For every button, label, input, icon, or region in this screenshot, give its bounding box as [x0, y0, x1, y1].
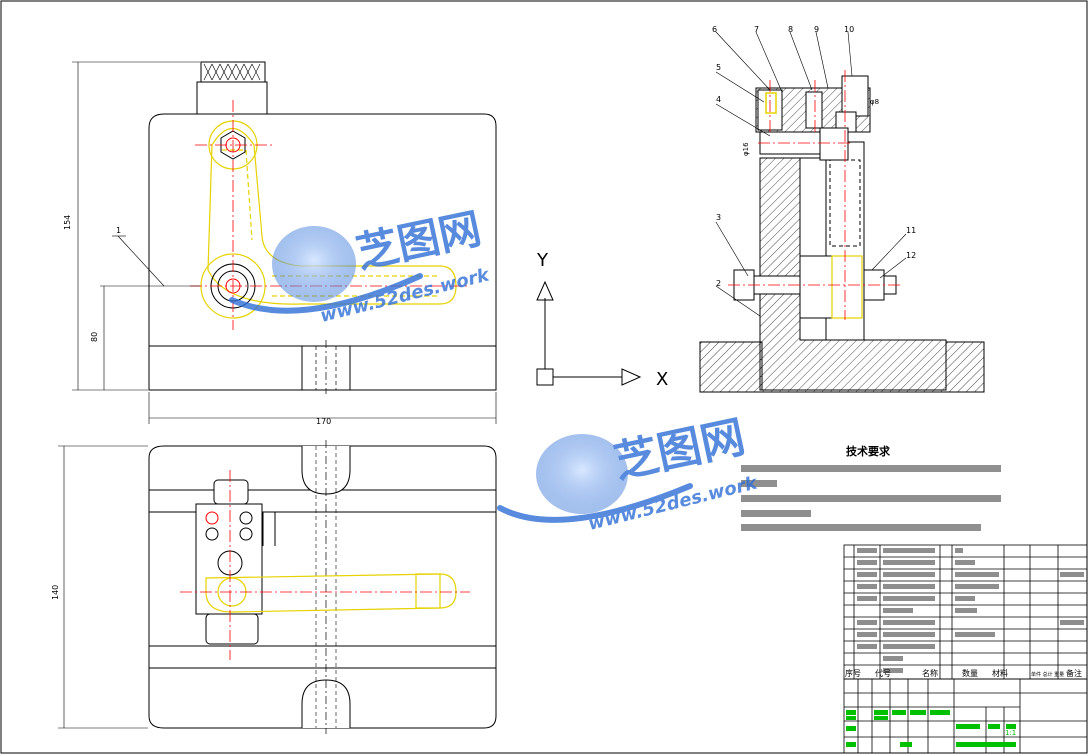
nut-bottom: [205, 613, 259, 645]
dim-width: 170: [316, 417, 331, 426]
callout-5: 5: [716, 63, 721, 72]
watermark-lower: 芝图网 www.52des.work: [497, 411, 760, 535]
top-view: 140: [51, 440, 497, 734]
callout-11: 11: [906, 226, 916, 235]
nut-top: [213, 479, 249, 505]
bom-header-code: 代号: [875, 668, 891, 678]
bill-of-materials: [843, 544, 1088, 680]
callout-2: 2: [716, 279, 721, 288]
bom-header-remark: 备注: [1066, 668, 1082, 678]
clamp-block-top: [195, 503, 263, 615]
callout-1: 1: [116, 226, 121, 235]
dim-center-height: 80: [90, 332, 99, 342]
knob-shank: [196, 81, 268, 115]
callout-7: 7: [754, 25, 759, 34]
callout-4: 4: [716, 95, 721, 104]
knurl-pattern: [203, 63, 261, 81]
callout-12: 12: [906, 251, 916, 260]
dim-height-top: 140: [51, 585, 60, 600]
dim-bore: φ16: [742, 142, 750, 156]
axis-x-label: X: [656, 369, 668, 390]
tech-requirements-title: 技术要求: [846, 444, 891, 458]
dimensions-top: [58, 445, 148, 729]
pin-insert: [765, 92, 777, 114]
bom-header-name: 名称: [922, 668, 938, 678]
bom-header-row: 序号 代号 名称 数量 材料 单件 总计 重量 备注: [845, 668, 1082, 678]
base-plate-front: [148, 345, 497, 391]
slot-top-upper: [301, 446, 351, 495]
axis-y-label: Y: [536, 250, 549, 271]
callout-9: 9: [814, 25, 819, 34]
title-block: [843, 678, 1088, 754]
callout-3: 3: [716, 213, 721, 222]
bom-header-seq: 序号: [845, 668, 861, 678]
bom-cell-text: [857, 548, 1084, 673]
section-view: 6 7 8 9 10 5 4 3 2 11 12 φ16 φ8: [699, 25, 985, 393]
leader-lines: [715, 31, 907, 317]
knurled-knob: [200, 61, 266, 83]
ucs-axis-icon: [536, 280, 642, 386]
lower-block: [799, 255, 833, 319]
dim-pin: φ8: [870, 98, 879, 106]
bom-header-material: 材料: [992, 668, 1008, 678]
bom-header-weight: 单件 总计 重量: [1031, 671, 1064, 678]
title-block-labels: [846, 710, 1016, 747]
tech-requirements-text: [741, 465, 1001, 531]
watermark-globe-icon: [272, 226, 356, 302]
watermark-brand-2: 芝图网: [610, 411, 750, 488]
dimensions-front: [72, 61, 497, 424]
callout-8: 8: [788, 25, 793, 34]
lever-section: [831, 255, 863, 319]
drawing-scale: 1:1: [1005, 729, 1016, 737]
callout-6: 6: [712, 25, 717, 34]
callout-10: 10: [844, 25, 854, 34]
dim-height-front: 154: [63, 215, 72, 230]
bom-header-qty: 数量: [962, 668, 978, 678]
tech-requirements: 技术要求: [741, 444, 1001, 531]
watermark-globe-icon-2: [536, 434, 628, 514]
